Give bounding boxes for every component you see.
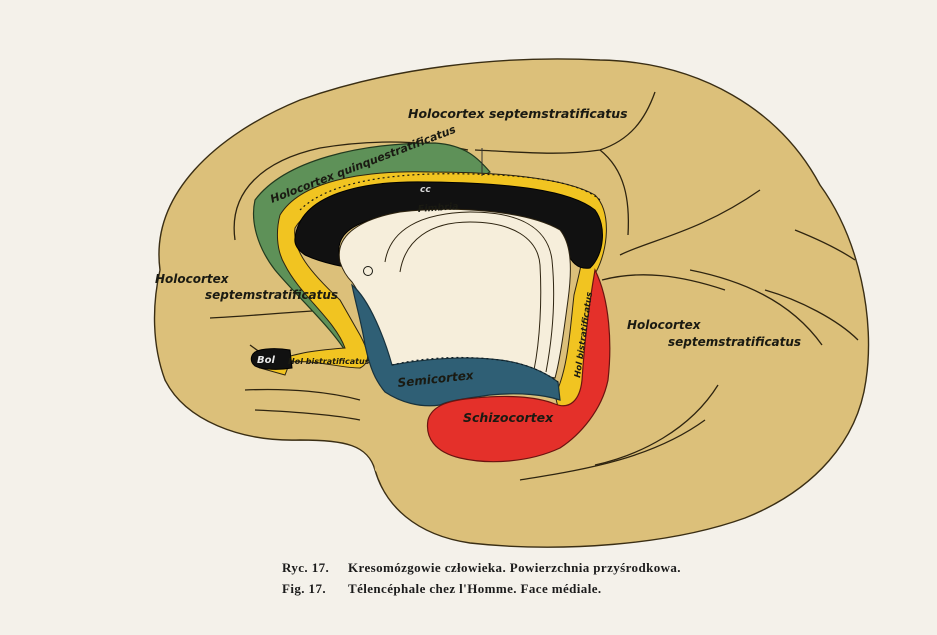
schizocortex-region (426, 268, 611, 463)
label-holocortex-left-2: septemstratificatus (205, 288, 338, 302)
temporal-notch (374, 423, 430, 490)
caption-french: Fig. 17. Télencéphale chez l'Homme. Face … (282, 581, 602, 597)
label-schizocortex: Schizocortex (463, 410, 554, 425)
caption-french-text: Télencéphale chez l'Homme. Face médiale. (348, 581, 602, 596)
yellow-dotted-border (299, 173, 601, 211)
label-bol: Bol (257, 355, 275, 366)
caption-polish-number: Ryc. 17. (282, 560, 330, 575)
semicortex-dotted-edge (391, 356, 559, 383)
label-holocortex-upper: Holocortex septemstratificatus (408, 106, 628, 121)
circle-marker (363, 266, 373, 276)
caption-polish-text: Kresomózgowie człowieka. Powierzchnia pr… (348, 560, 681, 575)
caption-polish: Ryc. 17. Kresomózgowie człowieka. Powierz… (282, 560, 681, 576)
bol-region (250, 348, 293, 370)
label-cc: cc (420, 185, 431, 195)
label-holocortex-left-1: Holocortex (155, 272, 230, 286)
label-fimbria: Fimbria (417, 201, 458, 215)
semicortex-region (351, 283, 561, 407)
fimbria-lines (384, 211, 555, 373)
caption-french-number: Fig. 17. (282, 581, 327, 596)
label-holocortex-right-2: septemstratificatus (668, 335, 801, 349)
label-holocortex-right-1: Holocortex (627, 318, 702, 332)
label-hol-bistratificatus-left: Hol bistratificatus (288, 357, 370, 366)
